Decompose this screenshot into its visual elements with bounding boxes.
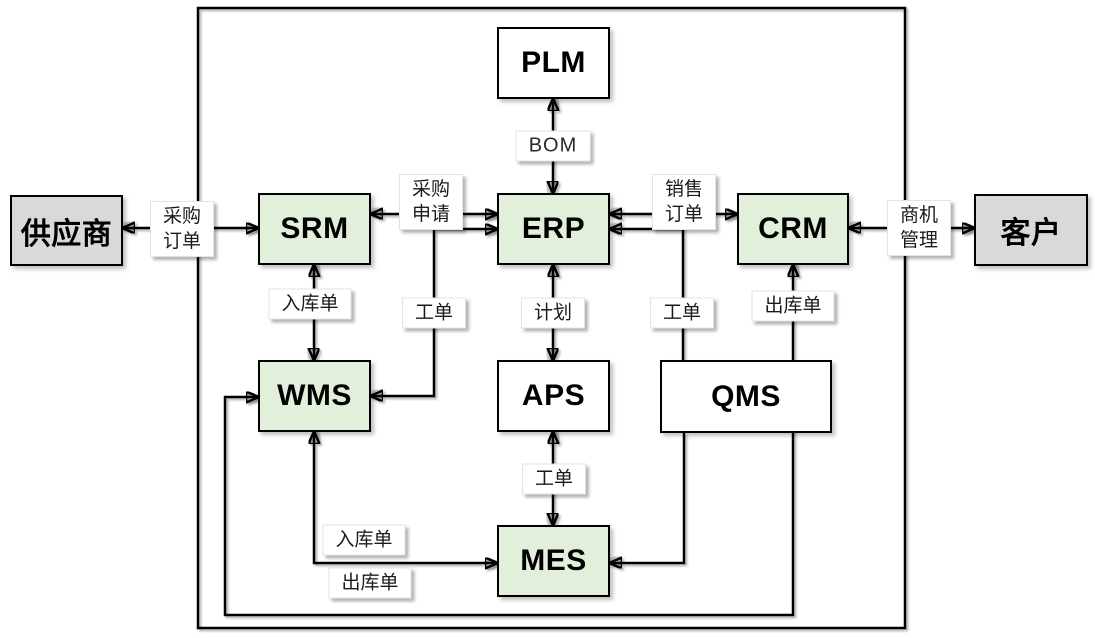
edge-qms-erp-workorder — [610, 229, 685, 360]
node-srm: SRM — [258, 193, 371, 265]
node-wms: WMS — [258, 360, 371, 432]
edge-label-purchase-order: 采购 订单 — [149, 201, 215, 257]
edge-wms-mes-inout — [314, 432, 497, 563]
edge-label-workorder-erp-wms: 工单 — [401, 297, 467, 329]
edge-qms-mes — [610, 433, 686, 563]
node-qms: QMS — [660, 360, 832, 433]
edge-label-sales-order: 销售 订单 — [651, 174, 717, 230]
edge-label-inbound-wms-mes: 入库单 — [322, 524, 406, 556]
edge-label-plan: 计划 — [520, 297, 586, 329]
node-erp: ERP — [497, 193, 610, 265]
edge-label-purchase-request: 采购 申请 — [398, 174, 464, 230]
node-supplier: 供应商 — [10, 195, 123, 266]
edge-label-workorder-aps-mes: 工单 — [521, 463, 587, 495]
node-crm: CRM — [737, 193, 849, 265]
edge-label-outbound-wms-crm: 出库单 — [751, 290, 835, 322]
edge-label-opportunity-mgmt: 商机 管理 — [886, 200, 952, 256]
node-plm: PLM — [497, 27, 610, 99]
edge-label-workorder-erp-qms: 工单 — [649, 297, 715, 329]
edge-label-outbound-wms-mes: 出库单 — [328, 567, 412, 599]
node-customer: 客户 — [974, 194, 1088, 266]
node-aps: APS — [497, 360, 610, 432]
outer-frame — [196, 6, 907, 630]
node-mes: MES — [497, 525, 610, 597]
edge-label-inbound-srm-wms: 入库单 — [268, 288, 352, 320]
edge-crm-wms-outbound-loop — [223, 265, 793, 617]
edge-label-bom: BOM — [515, 130, 591, 162]
